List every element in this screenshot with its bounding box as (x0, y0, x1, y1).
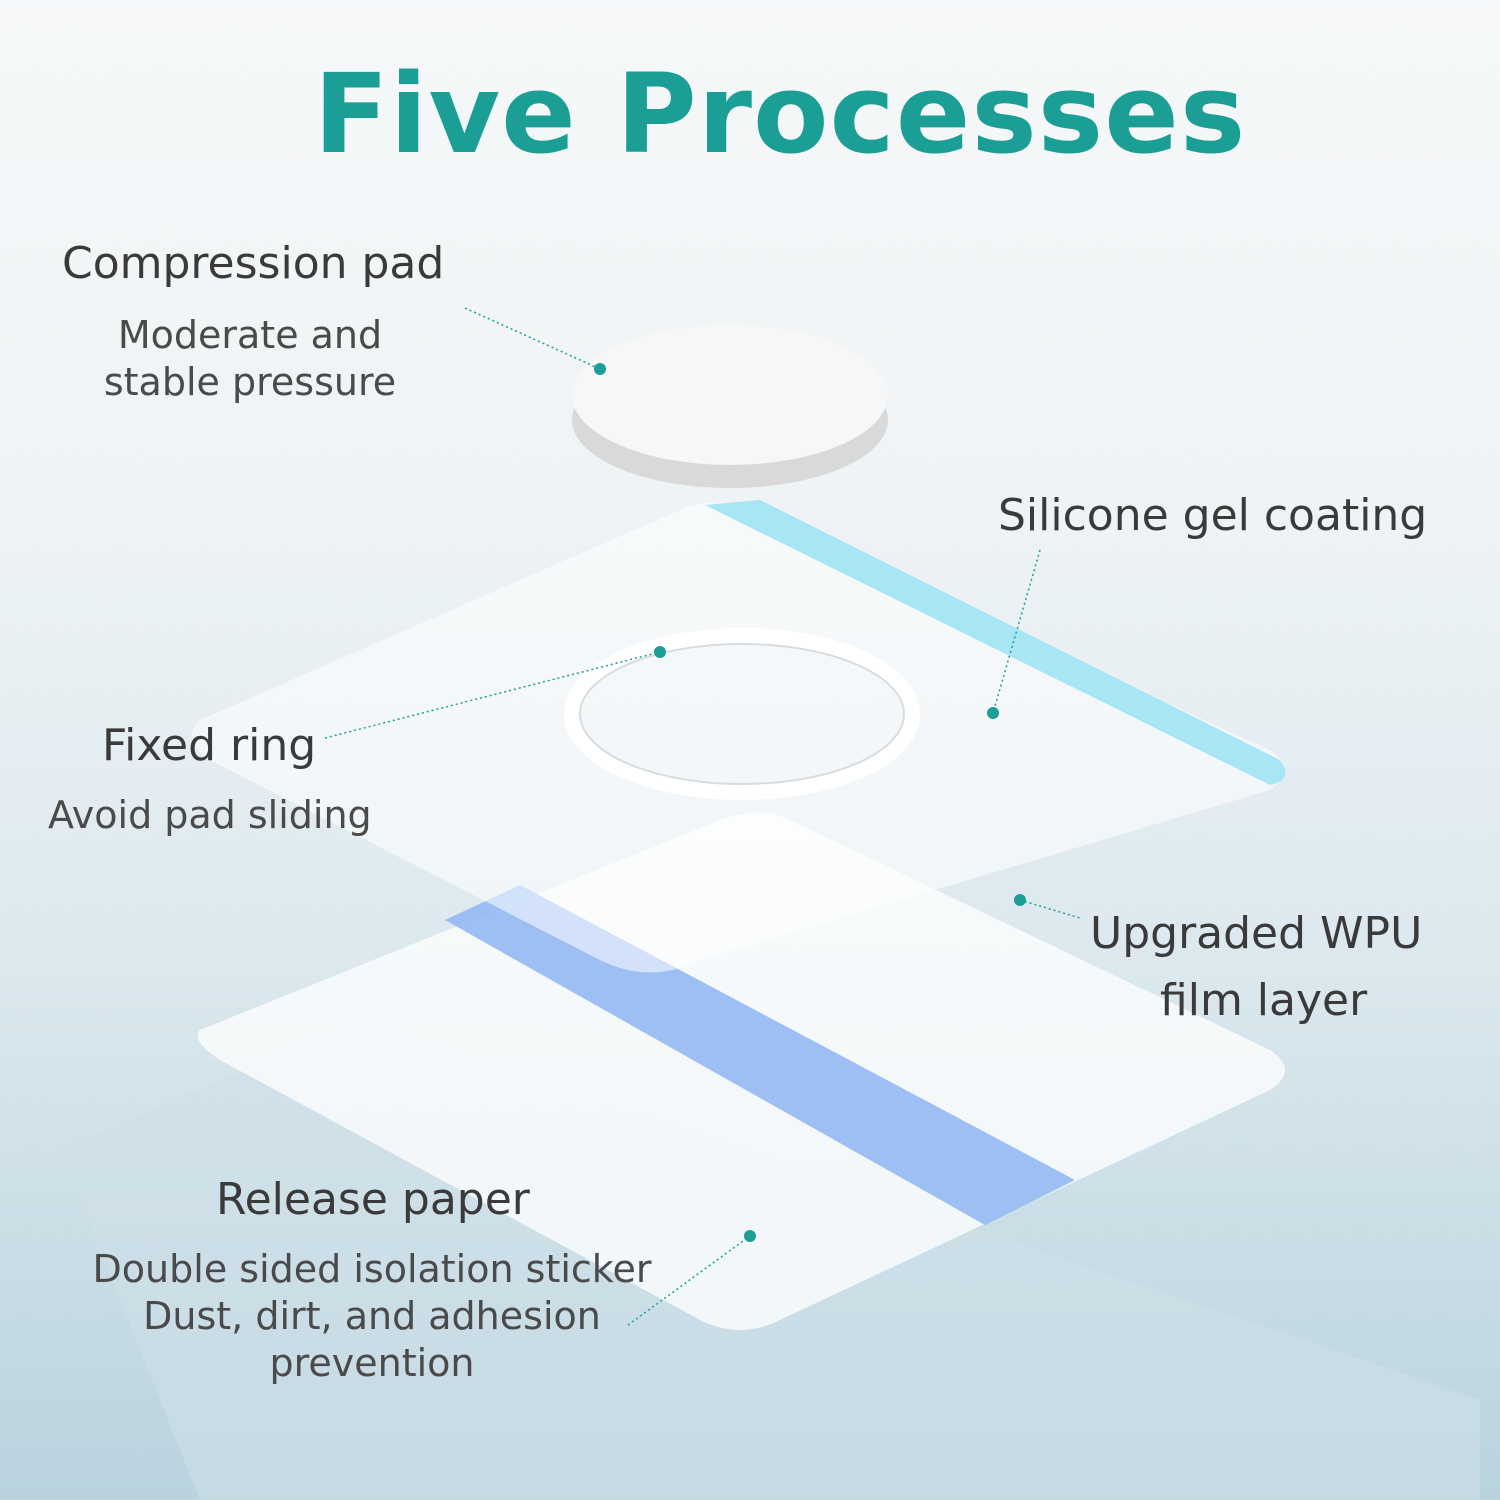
label-wpu: Upgraded WPU (1090, 908, 1423, 959)
desc-line: Double sided isolation sticker (92, 1247, 652, 1291)
silicone-gel-strip (705, 500, 1286, 785)
wpu-film-layer (192, 502, 1285, 973)
label-fixed-ring: Fixed ring (102, 720, 317, 771)
desc-line: prevention (269, 1341, 475, 1385)
desc-line: Moderate and (117, 313, 383, 357)
leader-silicone (992, 549, 1041, 714)
label-wpu-2: film layer (1160, 975, 1368, 1026)
leader-release-paper (627, 1235, 751, 1326)
leader-compression-pad (464, 307, 601, 370)
desc-compression-pad: Moderate and stable pressure (90, 312, 410, 406)
leader-wpu (1019, 899, 1081, 919)
desc-release-paper: Double sided isolation sticker Dust, dir… (72, 1246, 672, 1387)
desc-line: Dust, dirt, and adhesion (143, 1294, 601, 1338)
compression-pad (572, 325, 888, 465)
label-compression-pad: Compression pad (62, 238, 445, 289)
release-paper-strip (445, 885, 1075, 1225)
label-release-paper: Release paper (216, 1174, 530, 1225)
fixed-ring (564, 628, 920, 800)
label-silicone-gel: Silicone gel coating (998, 490, 1428, 541)
desc-fixed-ring: Avoid pad sliding (48, 793, 372, 837)
page-title: Five Processes (313, 50, 1247, 178)
desc-line: stable pressure (103, 360, 397, 404)
